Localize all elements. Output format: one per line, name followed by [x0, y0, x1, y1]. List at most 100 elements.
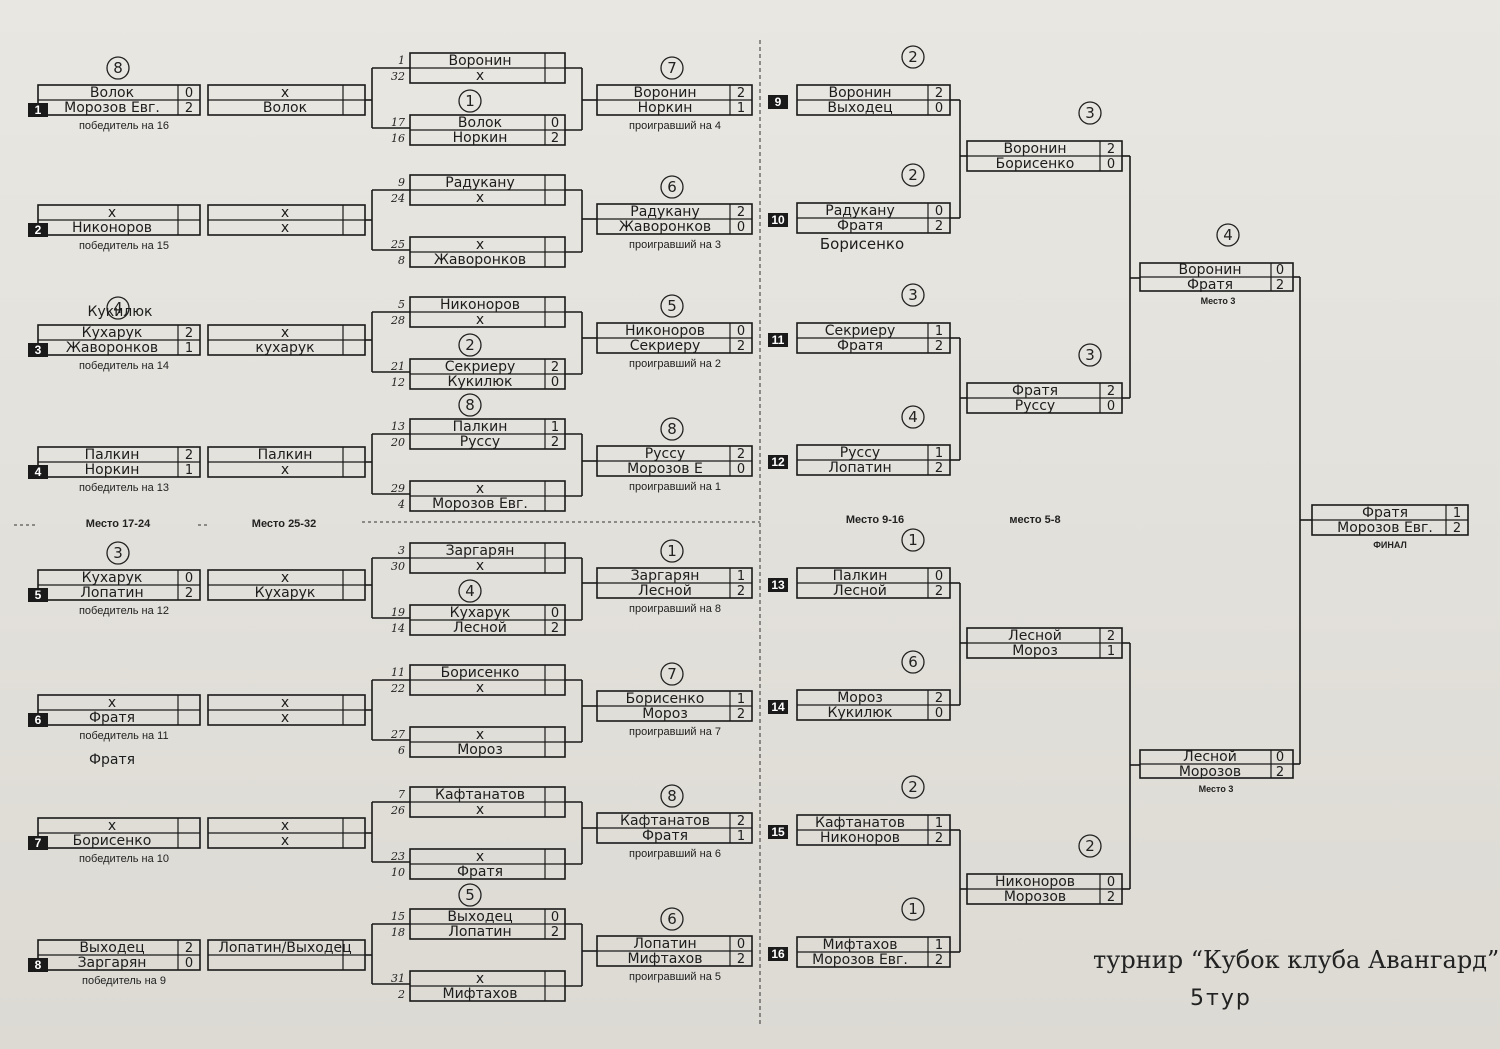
first-round-slot-6-score-a: 2 — [551, 360, 559, 375]
first-round-slot-12-seed-a: 27 — [390, 728, 405, 741]
first-round-slot-3-seed-a: 9 — [398, 176, 405, 189]
first-round-slot-2-order-circle-value: 1 — [465, 92, 475, 110]
consolation-block-2-top-name: x — [108, 205, 116, 221]
first-round-slot-6-player-a: Секриеру — [445, 359, 516, 375]
second-round-match-4-player-b: Морозов Е — [627, 461, 703, 477]
second-round-match-2-order-circle-value: 6 — [667, 178, 677, 196]
second-round-match-5-box — [596, 567, 753, 599]
tour-label: 5тур — [1190, 986, 1252, 1011]
consolation-block-8-box — [37, 939, 201, 971]
second-round-match-3-caption: проигравший на 2 — [629, 358, 721, 370]
right-round2-match-1-score-2: 0 — [1107, 157, 1115, 172]
consolation-block-5-order-circle-value: 3 — [113, 544, 123, 562]
second-round-match-5-player-a: Заргарян — [631, 568, 700, 584]
consolation-block-8-number: 8 — [35, 958, 42, 972]
right-match-13-score-2: 2 — [935, 584, 943, 599]
first-round-slot-8-player-b: Морозов Евг. — [432, 496, 528, 512]
second-round-match-3-score-1: 0 — [737, 324, 745, 339]
consolation-block-1-caption: победитель на 16 — [79, 120, 169, 132]
final-match-player-a: Фратя — [1362, 505, 1408, 521]
first-round-slot-10-seed-a: 19 — [391, 606, 405, 619]
consolation-block-5-score-2: 2 — [185, 586, 193, 601]
first-round-slot-1-player-a: Воронин — [448, 53, 511, 69]
right-round2-match-3-score-1: 2 — [1107, 629, 1115, 644]
consolation-block-6-number-bg — [28, 713, 48, 727]
first-round-slot-11-seed-b: 22 — [390, 682, 405, 695]
second-round-match-4-box — [596, 445, 753, 477]
second-round-match-8-score-1: 0 — [737, 937, 745, 952]
second-round-match-4-order-circle: 8 — [660, 417, 684, 441]
first-round-slot-2-score-a: 0 — [551, 116, 559, 131]
consolation-block-6-bottom-name: Фратя — [89, 710, 135, 726]
tournament-title: турнир “Кубок клуба Авангард” — [1093, 946, 1499, 974]
right-round2-match-4-player-a: Никоноров — [995, 874, 1075, 890]
right-round2-match-3-player-b: Мороз — [1012, 643, 1058, 659]
second-round-match-5-order-circle-ring — [660, 539, 684, 563]
first-round-slot-9-seed-b: 30 — [391, 560, 405, 573]
second-round-match-1-score-2: 1 — [737, 101, 745, 116]
right-match-15-player-a: Кафтанатов — [815, 815, 905, 831]
right-match-13-player-b: Лесной — [833, 583, 887, 599]
second-round-match-7-score-1: 2 — [737, 814, 745, 829]
right-round2-match-4-order-circle-value: 2 — [1085, 837, 1095, 855]
right-round2-match-4-score-2: 2 — [1107, 890, 1115, 905]
consolation-block-3-order-circle-value: 4 — [113, 299, 123, 317]
second-round-match-8-order-circle-ring — [660, 907, 684, 931]
consolation-block-7-caption: победитель на 10 — [79, 853, 169, 865]
first-round-slot-6-order-circle-ring — [458, 333, 482, 357]
first-round-slot-10-order-circle-value: 4 — [465, 582, 475, 600]
second-round-match-7-order-circle: 8 — [660, 784, 684, 808]
right-match-16-number-bg — [768, 947, 788, 961]
consolation-block-2-stage2-bottom: x — [281, 220, 289, 236]
right-round2-match-1-player-a: Воронин — [1003, 141, 1066, 157]
right-round2-match-4-score-1: 0 — [1107, 875, 1115, 890]
first-round-slot-8-seed-a: 29 — [390, 482, 405, 495]
consolation-block-5-stage2-bottom: Кухарук — [255, 585, 316, 601]
first-round-slot-3-player-a: Радукану — [445, 175, 514, 191]
consolation-block-4-caption: победитель на 13 — [79, 482, 169, 494]
second-round-match-5-order-circle-value: 1 — [667, 542, 677, 560]
first-round-slot-2-player-b: Норкин — [453, 130, 508, 146]
label-place-5-8: место 5-8 — [1009, 514, 1060, 526]
consolation-block-3-number-bg — [28, 343, 48, 357]
first-round-slot-7-order-circle: 8 — [458, 393, 482, 417]
consolation-block-1-stage2-top: x — [281, 85, 289, 101]
consolation-block-6-caption: победитель на 11 — [79, 730, 168, 742]
first-round-slot-7-player-a: Палкин — [453, 419, 508, 435]
first-round-slot-2-score-b: 2 — [551, 131, 559, 146]
consolation-block-3-score-1: 2 — [185, 326, 193, 341]
right-round2-match-2-score-1: 2 — [1107, 384, 1115, 399]
first-round-slot-2-player-a: Волок — [458, 115, 502, 131]
second-round-match-4-score-1: 2 — [737, 447, 745, 462]
right-round2-match-1-order-circle: 3 — [1078, 101, 1102, 125]
right-match-16-score-2: 2 — [935, 953, 943, 968]
label-place-17-24: Место 17-24 — [86, 518, 151, 530]
first-round-slot-16-player-a: x — [476, 971, 484, 987]
second-round-match-8-player-b: Мифтахов — [628, 951, 703, 967]
second-round-match-8-caption: проигравший на 5 — [629, 971, 721, 983]
right-match-14-player-b: Кукилюк — [828, 705, 893, 721]
consolation-block-5-number: 5 — [35, 588, 42, 602]
first-round-slot-5-player-a: Никоноров — [440, 297, 520, 313]
first-round-slot-16-seed-a: 31 — [391, 972, 405, 985]
second-round-match-3-player-a: Никоноров — [625, 323, 705, 339]
consolation-block-2-caption: победитель на 15 — [79, 240, 169, 252]
first-round-slot-15-seed-b: 18 — [391, 926, 405, 939]
consolation-block-6-stage2-top: x — [281, 695, 289, 711]
semifinal-1-order-circle-value: 4 — [1223, 226, 1233, 244]
consolation-block-4-score-2: 1 — [185, 463, 193, 478]
right-match-9-number-bg — [768, 95, 788, 109]
semifinal-2-player-a: Лесной — [1183, 749, 1237, 765]
second-round-match-6-player-a: Борисенко — [626, 691, 705, 707]
right-match-13-number: 13 — [771, 578, 785, 592]
right-match-9-order-circle-ring — [901, 45, 925, 69]
label-place-9-16: Место 9-16 — [846, 514, 904, 526]
second-round-match-5-score-1: 1 — [737, 569, 745, 584]
first-round-slot-14-player-b: Фратя — [457, 864, 503, 880]
consolation-block-3-stage2-top: x — [281, 325, 289, 341]
first-round-slot-1-seed-a: 1 — [398, 54, 405, 67]
right-match-10-number-bg — [768, 213, 788, 227]
consolation-block-8-number-bg — [28, 958, 48, 972]
consolation-block-2-number-bg — [28, 223, 48, 237]
